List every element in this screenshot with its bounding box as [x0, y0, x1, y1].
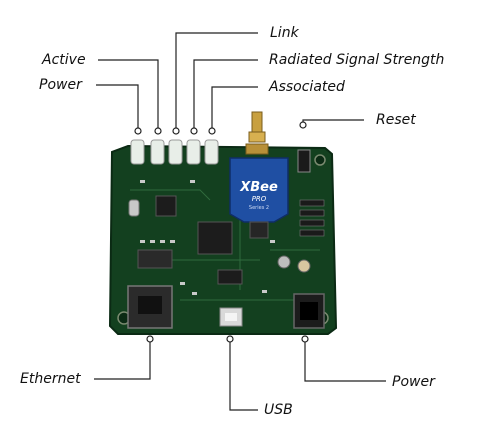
label-link: Link [270, 25, 299, 41]
led-power [130, 139, 145, 165]
power-bottom-line [304, 339, 386, 382]
power-bottom-dot [301, 335, 309, 343]
reset-button [297, 149, 311, 173]
xbee-module: XBee PRO Series 2 [229, 157, 289, 223]
link-dot [172, 127, 180, 135]
xbee-header [249, 221, 269, 239]
connectors [127, 285, 325, 329]
power-top-dot [134, 127, 142, 135]
crystal [128, 199, 140, 217]
xbee-series-text: Series 2 [249, 205, 269, 211]
power-top-line [96, 84, 139, 128]
antenna-connector [245, 111, 269, 155]
active-dot [154, 127, 162, 135]
label-associated: Associated [269, 79, 345, 95]
label-power-top: Power [39, 77, 82, 93]
label-active: Active [42, 52, 86, 68]
status-leds [130, 139, 219, 165]
radiated-dot [190, 127, 198, 135]
label-reset: Reset [376, 112, 416, 128]
small-chip [155, 195, 177, 217]
label-power-bottom: Power [392, 374, 435, 390]
bottom-chip [217, 269, 243, 285]
label-usb: USB [264, 402, 293, 418]
callout-dots [134, 121, 309, 343]
associated-line [211, 86, 258, 128]
usb-line [229, 340, 258, 411]
led-radiated [186, 139, 201, 165]
radiated-line [193, 59, 258, 128]
associated-dot [208, 127, 216, 135]
ethernet-line [94, 339, 151, 380]
led-link [168, 139, 183, 165]
link-line [175, 32, 258, 128]
usb-dot [226, 335, 234, 343]
xbee-brand-text: XBee [239, 180, 278, 195]
components [128, 149, 325, 295]
active-line [98, 59, 159, 128]
label-ethernet: Ethernet [20, 371, 81, 387]
led-active [150, 139, 165, 165]
ethernet-dot [146, 335, 154, 343]
led-associated [204, 139, 219, 165]
reset-line [302, 119, 364, 122]
callout-lines [94, 32, 386, 411]
reset-dot [299, 121, 307, 129]
pin-headers [299, 199, 325, 237]
mount-hole [314, 154, 326, 166]
mcu-chip [197, 221, 233, 255]
label-radiated-signal-strength: Radiated Signal Strength [269, 52, 445, 68]
capacitor [297, 259, 311, 273]
xbee-model-text: PRO [252, 195, 267, 203]
eth-chip [137, 249, 173, 269]
capacitor [277, 255, 291, 269]
